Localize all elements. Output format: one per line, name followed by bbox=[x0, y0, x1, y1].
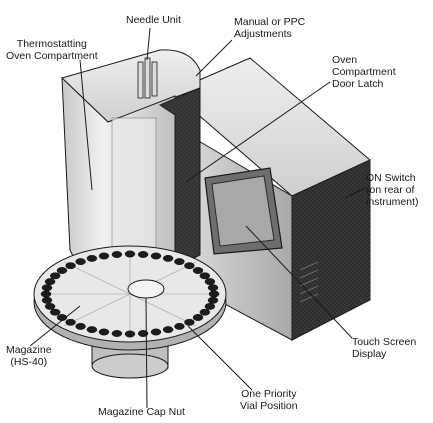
label-door-latch-line1: Oven bbox=[332, 54, 358, 66]
label-touch-screen-line2: Display bbox=[352, 348, 387, 360]
vial-position bbox=[207, 284, 219, 292]
label-priority-vial: One Priority Vial Position bbox=[240, 388, 298, 412]
label-on-switch-line1: ON Switch bbox=[366, 172, 416, 184]
label-on-switch-line2: (on rear of bbox=[366, 184, 415, 196]
column-cylinder bbox=[111, 117, 157, 269]
label-on-switch: ON Switch (on rear of instrument) bbox=[366, 172, 419, 208]
vial-position bbox=[162, 326, 174, 333]
label-oven-compartment-line1: Thermostatting bbox=[16, 38, 87, 50]
leader-manual-adjustments bbox=[195, 39, 233, 77]
vial-position bbox=[174, 322, 185, 330]
vial-position bbox=[44, 278, 56, 285]
leader-cap-nut bbox=[145, 297, 148, 409]
label-oven-compartment-line2: Oven Compartment bbox=[6, 50, 98, 62]
vial-position bbox=[44, 302, 56, 310]
vent-slots bbox=[299, 261, 319, 303]
vial-position bbox=[137, 330, 149, 337]
leader-priority-vial bbox=[187, 325, 253, 391]
label-cap-nut-text: Magazine Cap Nut bbox=[98, 406, 185, 418]
label-door-latch-line3: Door Latch bbox=[332, 78, 384, 90]
label-on-switch-line3: instrument) bbox=[366, 196, 419, 208]
label-manual-adjustments-line2: Adjustments bbox=[234, 28, 292, 40]
leader-on-switch bbox=[344, 187, 366, 199]
leader-door-latch bbox=[185, 81, 331, 183]
vial-position bbox=[86, 254, 98, 262]
leader-needle-unit bbox=[146, 27, 151, 61]
vial-position bbox=[50, 272, 61, 280]
vial-position bbox=[41, 296, 53, 304]
vial-position bbox=[41, 284, 53, 292]
leader-magazine bbox=[29, 305, 81, 347]
vial-position bbox=[150, 328, 162, 336]
vial-position bbox=[50, 308, 61, 316]
vial-position bbox=[150, 252, 162, 260]
needle-unit-posts bbox=[137, 57, 158, 99]
vial-position bbox=[204, 302, 216, 310]
vial-position bbox=[56, 267, 68, 274]
vial-position bbox=[199, 308, 211, 316]
vial-position bbox=[184, 318, 195, 326]
label-magazine: Magazine (HS-40) bbox=[6, 344, 52, 368]
label-door-latch-line2: Compartment bbox=[332, 66, 396, 78]
vial-position bbox=[65, 318, 76, 326]
vial-position bbox=[111, 330, 123, 337]
vial-position bbox=[86, 326, 98, 333]
label-needle-unit-text: Needle Unit bbox=[126, 14, 181, 26]
label-magazine-line1: Magazine bbox=[6, 344, 52, 356]
leader-oven-compartment bbox=[79, 59, 93, 191]
vial-position bbox=[75, 322, 86, 330]
vial-position bbox=[124, 330, 136, 338]
vial-position bbox=[65, 262, 76, 270]
label-priority-vial-line1: One Priority bbox=[241, 388, 297, 400]
vial-position bbox=[124, 250, 136, 258]
oven-tower bbox=[61, 49, 201, 286]
vial-position bbox=[208, 290, 220, 298]
magazine-stand-base bbox=[91, 353, 169, 379]
vial-position bbox=[75, 258, 86, 265]
vial-position bbox=[207, 296, 219, 304]
leader-touch-screen bbox=[245, 225, 353, 339]
vial-position bbox=[192, 314, 204, 321]
label-manual-adjustments-line1: Manual or PPC bbox=[234, 16, 306, 28]
vial-position bbox=[98, 252, 110, 260]
label-cap-nut: Magazine Cap Nut bbox=[98, 406, 185, 418]
vial-position bbox=[98, 328, 110, 336]
label-magazine-line2: (HS-40) bbox=[10, 356, 48, 368]
label-oven-compartment: Thermostatting Oven Compartment bbox=[6, 38, 98, 62]
vial-position bbox=[184, 262, 195, 270]
label-door-latch: Oven Compartment Door Latch bbox=[332, 54, 396, 90]
vial-position bbox=[174, 258, 185, 265]
magazine-cap-nut bbox=[127, 279, 165, 299]
label-needle-unit: Needle Unit bbox=[126, 14, 181, 26]
label-touch-screen: Touch Screen Display bbox=[352, 336, 416, 360]
screen-glass-shade bbox=[212, 176, 274, 246]
label-priority-vial-line2: Vial Position bbox=[240, 400, 298, 412]
touch-screen bbox=[204, 167, 283, 255]
vial-positions bbox=[40, 250, 220, 338]
vial-position bbox=[192, 267, 204, 274]
magazine-tray bbox=[33, 245, 227, 379]
vial-position bbox=[204, 278, 216, 285]
vial-position bbox=[199, 272, 211, 280]
oven-tower-top bbox=[61, 49, 201, 123]
oven-tower-side-stipple bbox=[160, 88, 200, 268]
vial-position bbox=[137, 251, 149, 258]
leader-lines bbox=[29, 27, 366, 409]
label-manual-adjustments: Manual or PPC Adjustments bbox=[234, 16, 305, 40]
vial-position bbox=[40, 290, 52, 298]
vial-position bbox=[162, 254, 174, 262]
label-touch-screen-line1: Touch Screen bbox=[352, 336, 417, 348]
vial-position bbox=[111, 251, 123, 258]
